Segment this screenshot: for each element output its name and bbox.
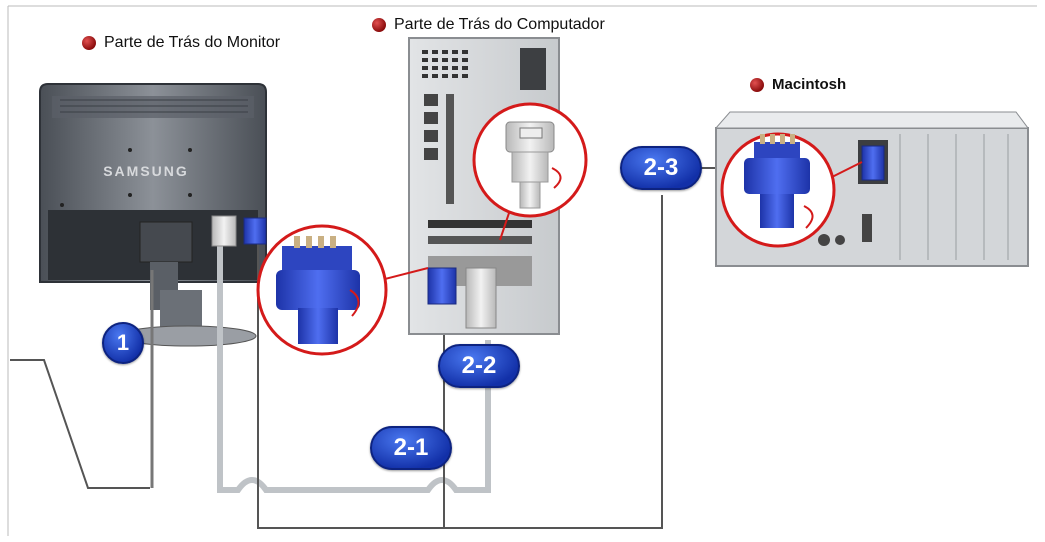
step-badge-1: 1 (102, 322, 144, 364)
step-badge-2-2: 2-2 (438, 344, 520, 388)
monitor-brand-text: SAMSUNG (103, 163, 189, 179)
dvi-plug-callout (472, 102, 588, 241)
red-dot-icon (750, 77, 764, 92)
vga-plug-callout-left (256, 224, 429, 356)
monitor-vga-connector (243, 217, 267, 245)
step-badge-2-1: 2-1 (370, 426, 452, 470)
monitor-back-label: Parte de Trás do Monitor (82, 34, 280, 52)
macintosh-vga-connector (861, 145, 885, 181)
macintosh-label: Macintosh (750, 76, 846, 93)
monitor-back-label-text: Parte de Trás do Monitor (104, 34, 281, 51)
red-dot-icon (372, 18, 386, 32)
computer-back-label-text: Parte de Trás do Computador (394, 16, 605, 33)
vga-plug-callout-right (720, 132, 863, 248)
desk-outline (10, 359, 150, 489)
computer-back-label: Parte de Trás do Computador (372, 16, 605, 34)
step-badge-2-3: 2-3 (620, 146, 702, 190)
red-dot-icon (82, 36, 96, 50)
monitor-dvi-connector (211, 215, 237, 247)
computer-vga-connector (427, 267, 457, 305)
computer-dvi-connector (465, 267, 497, 329)
macintosh-label-text: Macintosh (772, 76, 847, 93)
